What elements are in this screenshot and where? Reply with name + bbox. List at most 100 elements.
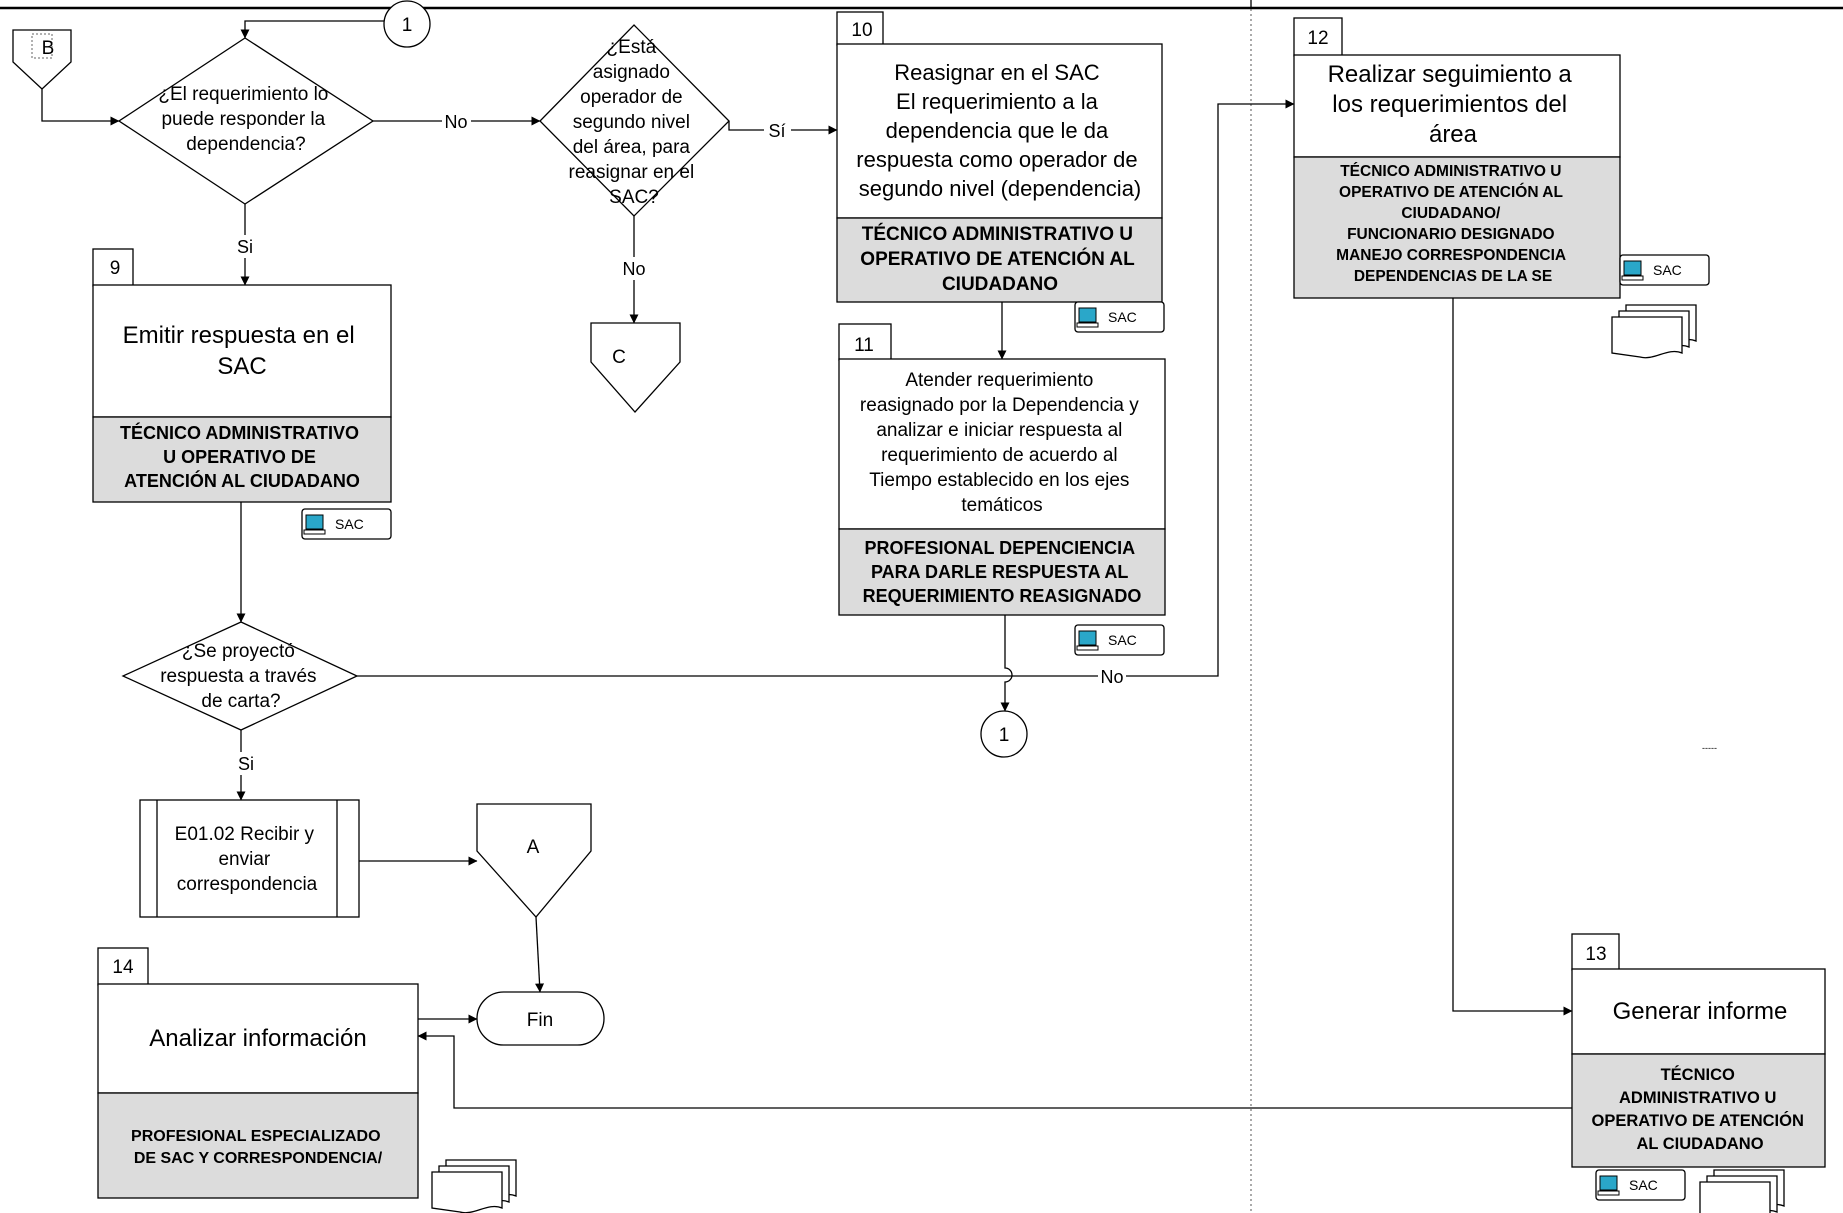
step-12-role: TÉCNICO ADMINISTRATIVO U OPERATIVO DE AT… bbox=[1336, 163, 1570, 285]
sac-label: SAC bbox=[1108, 632, 1137, 648]
step-10-title-line: respuesta como operador de bbox=[856, 147, 1137, 172]
sac-tag-step-10[interactable]: SAC bbox=[1074, 301, 1165, 333]
connector-b[interactable]: B bbox=[12, 29, 72, 90]
step-12-title-line: los requerimientos del bbox=[1332, 91, 1567, 118]
flow-d2-si-a bbox=[728, 121, 764, 131]
sac-tag-step-11[interactable]: SAC bbox=[1074, 624, 1165, 656]
step-11-title-line: analizar e iniciar respuesta al bbox=[876, 420, 1122, 441]
sac-tag-step-9[interactable]: SAC bbox=[301, 508, 392, 540]
minor-mark: ----- bbox=[1702, 743, 1717, 753]
computer-icon bbox=[1076, 630, 1099, 651]
step-9-emit-response[interactable]: 9 Emitir respuesta en el SAC TÉCNICO ADM… bbox=[92, 248, 392, 503]
decision-can-dependency-respond[interactable]: ¿El requerimiento lo puede responder la … bbox=[117, 37, 375, 205]
subprocess-line: correspondencia bbox=[177, 874, 318, 895]
step-9-role-line: TÉCNICO ADMINISTRATIVO bbox=[120, 422, 359, 443]
flow-label-si: Si bbox=[237, 237, 253, 257]
step-9-title-line: SAC bbox=[217, 353, 266, 380]
flow-label-si-accent: Sí bbox=[768, 121, 785, 141]
decision-second-level-operator[interactable]: ¿Está asignado operador de segundo nivel… bbox=[539, 24, 730, 217]
step-12-number: 12 bbox=[1307, 28, 1328, 49]
decision-2-line: SAC? bbox=[609, 187, 659, 208]
decision-2-line: reasignar en el bbox=[569, 162, 695, 183]
step-11-title-line: requerimiento de acuerdo al bbox=[881, 445, 1118, 466]
end-label: Fin bbox=[527, 1010, 553, 1031]
step-13-generate-report[interactable]: 13 Generar informe TÉCNICO ADMINISTRATIV… bbox=[1571, 933, 1826, 1168]
connector-one-top-label: 1 bbox=[402, 15, 413, 36]
step-11-role-line: PROFESIONAL DEPENCIENCIA bbox=[864, 538, 1135, 558]
sac-tag-step-12[interactable]: SAC bbox=[1619, 254, 1710, 286]
flow-12-to-13 bbox=[1452, 298, 1573, 1016]
decision-letter-response[interactable]: ¿Se proyectó respuesta a través de carta… bbox=[121, 621, 359, 731]
computer-icon bbox=[303, 514, 326, 535]
step-14-role-line: DE SAC Y CORRESPONDENCIA/ bbox=[134, 1150, 383, 1167]
step-12-role-line: FUNCIONARIO DESIGNADO bbox=[1347, 226, 1555, 243]
step-13-role: TÉCNICO ADMINISTRATIVO U OPERATIVO DE AT… bbox=[1592, 1065, 1809, 1153]
step-9-number: 9 bbox=[110, 258, 121, 279]
subprocess-text: E01.02 Recibir y enviar correspondencia bbox=[175, 824, 320, 895]
step-12-role-line: CIUDADANO/ bbox=[1401, 205, 1501, 222]
sac-label: SAC bbox=[1108, 309, 1137, 325]
decision-3-line: respuesta a través bbox=[160, 666, 316, 687]
sac-label: SAC bbox=[1653, 262, 1682, 278]
step-14-title: Analizar información bbox=[149, 1025, 366, 1052]
connector-a-label: A bbox=[527, 837, 540, 858]
sac-label: SAC bbox=[335, 516, 364, 532]
step-14-analyze-information[interactable]: 14 Analizar información PROFESIONAL ESPE… bbox=[97, 947, 419, 1199]
computer-icon bbox=[1597, 1175, 1620, 1196]
sac-label: SAC bbox=[1629, 1177, 1658, 1193]
step-10-reassign[interactable]: 10 Reasignar en el SAC El requerimiento … bbox=[836, 11, 1163, 303]
step-14-role: PROFESIONAL ESPECIALIZADO DE SAC Y CORRE… bbox=[131, 1128, 385, 1167]
step-10-title-line: segundo nivel (dependencia) bbox=[859, 176, 1142, 201]
multi-document-icon bbox=[1611, 304, 1697, 359]
step-12-role-line: TÉCNICO ADMINISTRATIVO U bbox=[1340, 163, 1561, 180]
subprocess-receive-send-correspondence[interactable]: E01.02 Recibir y enviar correspondencia bbox=[139, 799, 360, 918]
multi-document-icon bbox=[431, 1159, 517, 1213]
step-12-role-line: OPERATIVO DE ATENCIÓN AL bbox=[1339, 183, 1563, 201]
step-10-role-line: CIUDADANO bbox=[942, 274, 1058, 295]
connector-one-bottom[interactable]: 1 bbox=[980, 710, 1028, 758]
flow-lines bbox=[41, 20, 1573, 1109]
step-11-role: PROFESIONAL DEPENCIENCIA PARA DARLE RESP… bbox=[863, 538, 1142, 606]
decision-3-line: de carta? bbox=[201, 691, 280, 712]
flow-label-no: No bbox=[1100, 667, 1123, 687]
step-14-role-line: PROFESIONAL ESPECIALIZADO bbox=[131, 1128, 381, 1145]
flow-d3-no-b bbox=[1126, 99, 1295, 677]
step-11-title-line: Tiempo establecido en los ejes bbox=[869, 470, 1129, 491]
decision-2-line: segundo nivel bbox=[573, 112, 690, 133]
step-9-title: Emitir respuesta en el SAC bbox=[123, 322, 362, 380]
subprocess-line: enviar bbox=[218, 849, 270, 870]
step-9-role-line: ATENCIÓN AL CIUDADANO bbox=[124, 470, 360, 491]
connector-one-top[interactable]: 1 bbox=[383, 0, 431, 48]
step-13-role-line: OPERATIVO DE ATENCIÓN bbox=[1592, 1111, 1804, 1130]
step-10-title-line: El requerimiento a la bbox=[896, 89, 1099, 114]
decision-2-line: asignado bbox=[593, 62, 670, 83]
connector-c[interactable]: C bbox=[590, 322, 681, 413]
step-9-title-line: Emitir respuesta en el bbox=[123, 322, 355, 349]
step-11-role-line: REQUERIMIENTO REASIGNADO bbox=[863, 586, 1142, 606]
step-11-title: Atender requerimiento reasignado por la … bbox=[860, 370, 1144, 516]
decision-1-line: puede responder la bbox=[161, 109, 325, 130]
step-10-title: Reasignar en el SAC El requerimiento a l… bbox=[856, 60, 1143, 201]
step-11-attend-requirement[interactable]: 11 Atender requerimiento reasignado por … bbox=[838, 323, 1166, 616]
decision-1-line: ¿El requerimiento lo bbox=[158, 84, 328, 105]
flow-13-to-14 bbox=[417, 1031, 1572, 1109]
step-12-follow-up[interactable]: 12 Realizar seguimiento a los requerimie… bbox=[1293, 17, 1621, 299]
step-12-title: Realizar seguimiento a los requerimiento… bbox=[1328, 61, 1579, 148]
step-10-role-line: TÉCNICO ADMINISTRATIVO U bbox=[862, 223, 1133, 245]
connector-one-bottom-label: 1 bbox=[999, 725, 1010, 746]
flow-label-no: No bbox=[622, 259, 645, 279]
step-10-title-line: Reasignar en el SAC bbox=[894, 60, 1100, 85]
computer-icon bbox=[1076, 307, 1099, 328]
connector-a[interactable]: A bbox=[476, 803, 592, 918]
connector-b-label: B bbox=[42, 38, 55, 59]
step-11-title-line: temáticos bbox=[961, 495, 1042, 516]
step-9-role-line: U OPERATIVO DE bbox=[163, 447, 316, 467]
flow-label-no: No bbox=[444, 112, 467, 132]
sac-tag-step-13[interactable]: SAC bbox=[1595, 1169, 1686, 1201]
step-10-role-line: OPERATIVO DE ATENCIÓN AL bbox=[860, 248, 1135, 270]
step-10-title-line: dependencia que le da bbox=[886, 118, 1109, 143]
end-terminator[interactable]: Fin bbox=[476, 991, 605, 1046]
decision-2-text: ¿Está asignado operador de segundo nivel… bbox=[569, 37, 700, 208]
